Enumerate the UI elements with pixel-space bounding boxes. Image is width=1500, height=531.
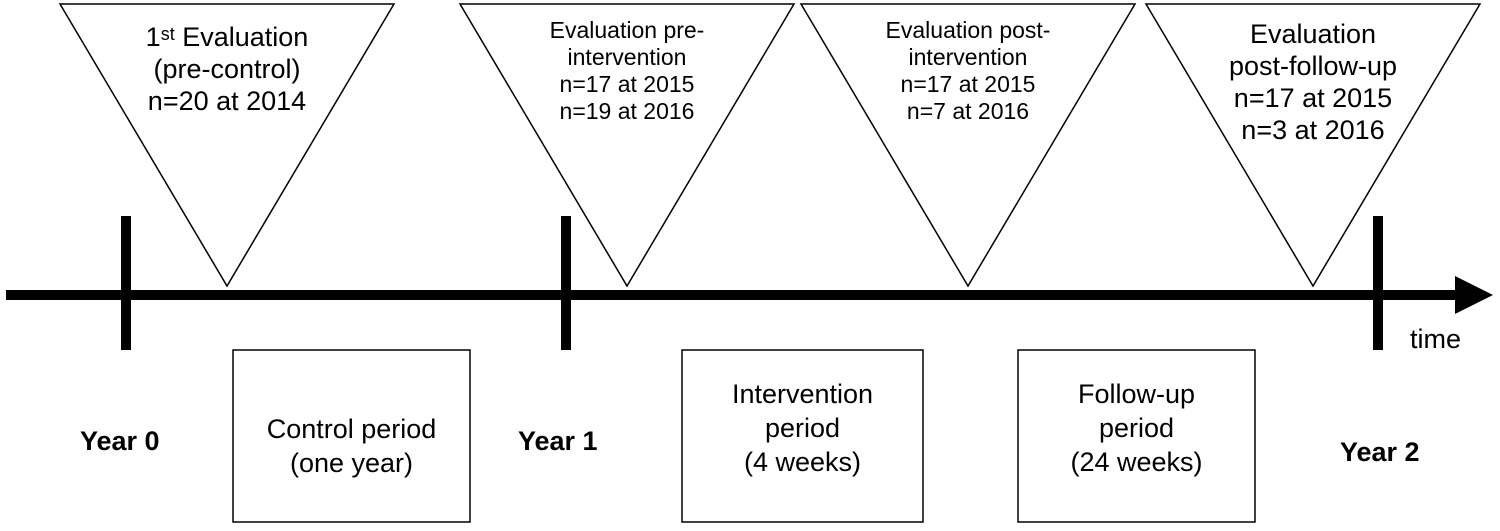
period-follow-up-line-2: period [1098, 413, 1175, 443]
time-axis-arrowhead [1455, 276, 1493, 314]
evaluation-2-line-4: n=19 at 2016 [559, 98, 695, 124]
year-1-label: Year 1 [518, 426, 598, 456]
period-intervention-label: Intervention period (4 weeks) [682, 377, 923, 479]
evaluation-triangle-1 [58, 3, 396, 288]
evaluation-4-label: Evaluation post-follow-up n=17 at 2015 n… [1183, 18, 1443, 146]
evaluation-3-line-4: n=7 at 2016 [906, 98, 1030, 124]
evaluation-4-line-1: Evaluation [1249, 19, 1377, 49]
period-follow-up-line-1: Follow-up [1077, 379, 1196, 409]
period-control-label: Control period (one year) [233, 412, 470, 480]
evaluation-1-line-3: n=20 at 2014 [147, 86, 307, 116]
evaluation-2-line-3: n=17 at 2015 [559, 71, 695, 97]
evaluation-triangle-4 [1144, 3, 1482, 288]
period-intervention-line-2: period [764, 413, 841, 443]
evaluation-2-label: Evaluation pre- intervention n=17 at 201… [507, 17, 747, 125]
evaluation-3-line-2: intervention [908, 44, 1028, 70]
period-box-control [232, 349, 471, 523]
evaluation-3-line-3: n=17 at 2015 [900, 71, 1036, 97]
evaluation-triangle-3 [799, 3, 1137, 288]
period-follow-up-label: Follow-up period (24 weeks) [1018, 377, 1255, 479]
evaluation-triangle-2 [458, 3, 796, 288]
evaluation-3-line-1: Evaluation post- [885, 17, 1051, 43]
period-follow-up-line-3: (24 weeks) [1070, 447, 1203, 477]
time-axis-label: time [1410, 324, 1462, 354]
evaluation-1-line-1: 1st Evaluation [145, 22, 309, 52]
evaluation-4-line-4: n=3 at 2016 [1241, 115, 1385, 145]
evaluation-1-line-2: (pre-control) [153, 54, 301, 84]
period-intervention-line-3: (4 weeks) [743, 447, 862, 477]
evaluation-1-label: 1st Evaluation (pre-control) n=20 at 201… [97, 18, 357, 117]
period-intervention-line-1: Intervention [731, 379, 874, 409]
period-control-line-1: Control period [266, 414, 437, 444]
period-control-line-2: (one year) [289, 448, 414, 478]
year-0-label: Year 0 [80, 426, 160, 456]
evaluation-4-line-2: post-follow-up [1228, 51, 1398, 81]
evaluation-2-line-1: Evaluation pre- [549, 17, 705, 43]
evaluation-3-label: Evaluation post- intervention n=17 at 20… [848, 17, 1088, 125]
evaluation-4-line-3: n=17 at 2015 [1233, 83, 1393, 113]
year-2-label: Year 2 [1340, 437, 1420, 467]
period-box-intervention [681, 349, 924, 523]
evaluation-2-line-2: intervention [567, 44, 687, 70]
period-box-follow-up [1017, 349, 1256, 523]
